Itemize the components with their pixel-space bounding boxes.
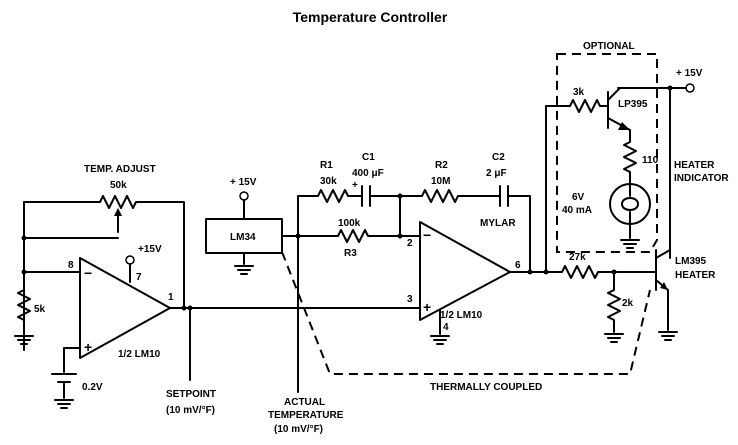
opamp2-minus: − [423, 227, 431, 243]
lm395-label-1: LM395 [675, 256, 707, 267]
opamp2-label: 1/2 LM10 [440, 310, 483, 321]
ground-icon-opamp2 [430, 335, 450, 345]
plus15-lm34-label: + 15V [230, 177, 257, 188]
r2k-label: 2k [622, 298, 634, 309]
ground-icon-lm395 [658, 331, 678, 341]
lp395-label: LP395 [618, 99, 648, 110]
r2-label: R2 [435, 160, 448, 171]
resistor-2k [607, 271, 621, 333]
potentiometer-50k [23, 195, 185, 309]
pin8-label: 8 [68, 260, 74, 271]
resistor-r1 [297, 189, 363, 237]
c1-plus: + [352, 180, 358, 191]
pin1-label: 1 [168, 292, 174, 303]
supply-terminal-right [685, 83, 695, 93]
pin4-label: 4 [443, 322, 449, 333]
r3k-label: 3k [573, 87, 585, 98]
resistor-5k [17, 289, 31, 333]
resistor-r2 [399, 189, 501, 203]
wire-left-rail [23, 201, 119, 351]
r5k-label: 5k [34, 304, 46, 315]
lamp-i-label: 40 mA [562, 205, 592, 216]
setpoint-label-2: (10 mV/°F) [166, 405, 215, 416]
ground-icon-5k [14, 335, 34, 345]
pin3-label: 3 [407, 294, 413, 305]
r1-label: R1 [320, 160, 333, 171]
lm395-label-2: HEATER [675, 270, 716, 281]
lm395-collector [655, 249, 671, 259]
heater-indicator-label-2: INDICATOR [674, 173, 729, 184]
actual-label-3: (10 mV/°F) [274, 424, 323, 435]
ground-icon-battery [54, 399, 74, 409]
resistor-27k [529, 265, 657, 279]
ground-icon-lm34 [234, 265, 254, 275]
c1-val-label: 400 μF [352, 168, 384, 179]
v02-label: 0.2V [82, 382, 103, 393]
resistor-110 [623, 129, 637, 183]
pin2-label: 2 [407, 238, 413, 249]
r110-label: 110 [642, 155, 659, 166]
lamp-filament [621, 197, 639, 211]
opamp2-plus: + [423, 299, 431, 315]
opamp1-minus: − [84, 265, 92, 281]
c2-label: C2 [492, 152, 505, 163]
actual-label-1: ACTUAL [284, 397, 325, 408]
plus15-opamp1-label: +15V [138, 244, 162, 255]
pin7-label: 7 [136, 272, 142, 283]
capacitor-c2 [499, 185, 531, 273]
mylar-label: MYLAR [480, 218, 516, 229]
page-title: Temperature Controller [293, 9, 448, 25]
r3-label: R3 [344, 248, 357, 259]
setpoint-label-1: SETPOINT [166, 389, 216, 400]
resistor-3k [545, 99, 609, 113]
ground-icon-2k [604, 333, 624, 343]
lamp-v-label: 6V [572, 192, 585, 203]
capacitor-c1 [361, 185, 401, 207]
opamp1-label: 1/2 LM10 [118, 349, 161, 360]
c1-label: C1 [362, 152, 375, 163]
plus15-right-label: + 15V [676, 68, 703, 79]
wire-noninv-in [63, 347, 81, 373]
opamp-1 [79, 257, 171, 359]
pin6-label: 6 [515, 260, 521, 271]
r27k-label: 27k [569, 252, 586, 263]
opamp1-plus: + [84, 339, 92, 355]
supply-terminal-lm34 [239, 191, 249, 201]
r3-val-label: 100k [338, 218, 361, 229]
r1-val-label: 30k [320, 176, 337, 187]
heater-indicator-label-1: HEATER [674, 160, 715, 171]
optional-label: OPTIONAL [583, 41, 635, 52]
thermally-coupled-label: THERMALLY COUPLED [430, 382, 542, 393]
actual-label-2: TEMPERATURE [268, 410, 344, 421]
resistor-r3 [297, 229, 421, 243]
lm34-label: LM34 [230, 232, 256, 243]
lp395-collector [607, 87, 621, 101]
optional-box [556, 53, 658, 253]
pot-50k-label: 50k [110, 180, 127, 191]
ground-icon-lamp [620, 239, 640, 249]
thermally-coupled-line [281, 251, 651, 375]
r2-val-label: 10M [431, 176, 450, 187]
supply-terminal-opamp1 [125, 255, 135, 265]
c2-val-label: 2 μF [486, 168, 507, 179]
battery-0-2v [51, 373, 77, 399]
opamp-2 [419, 221, 511, 321]
temp-adjust-label: TEMP. ADJUST [84, 164, 156, 175]
